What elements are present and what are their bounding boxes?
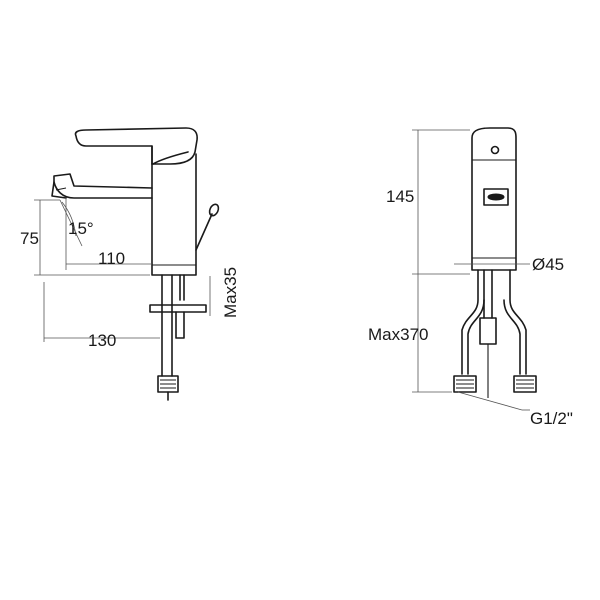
dim-diameter: Ø45	[532, 255, 564, 274]
dim-max-hose: Max370	[368, 325, 428, 344]
dim-thread: G1/2"	[530, 409, 573, 428]
faucet-body-side	[471, 127, 517, 271]
hose-connector-left	[453, 375, 477, 393]
dim-height: 145	[386, 187, 414, 206]
faucet-handle	[74, 127, 198, 165]
popup-rod	[195, 213, 213, 251]
dim-overall-reach: 130	[88, 331, 116, 350]
dim-spout-angle: 15°	[68, 219, 94, 238]
hose-right	[509, 269, 527, 375]
hose-left	[461, 269, 479, 375]
indicator-dot	[490, 145, 500, 155]
front-view: 75 15° 110 130 Max35	[20, 127, 240, 401]
hose-connector-front	[157, 375, 179, 393]
side-view: 145 Ø45 Max370 G1/2"	[368, 127, 573, 428]
faucet-body	[151, 153, 197, 276]
mounting-nut	[149, 304, 207, 313]
aerator	[483, 188, 509, 206]
dim-max-deck: Max35	[221, 267, 240, 318]
faucet-spout	[53, 173, 153, 199]
dim-spout-height: 75	[20, 229, 39, 248]
dim-spout-reach: 110	[98, 249, 125, 268]
hose-connector-right	[513, 375, 537, 393]
